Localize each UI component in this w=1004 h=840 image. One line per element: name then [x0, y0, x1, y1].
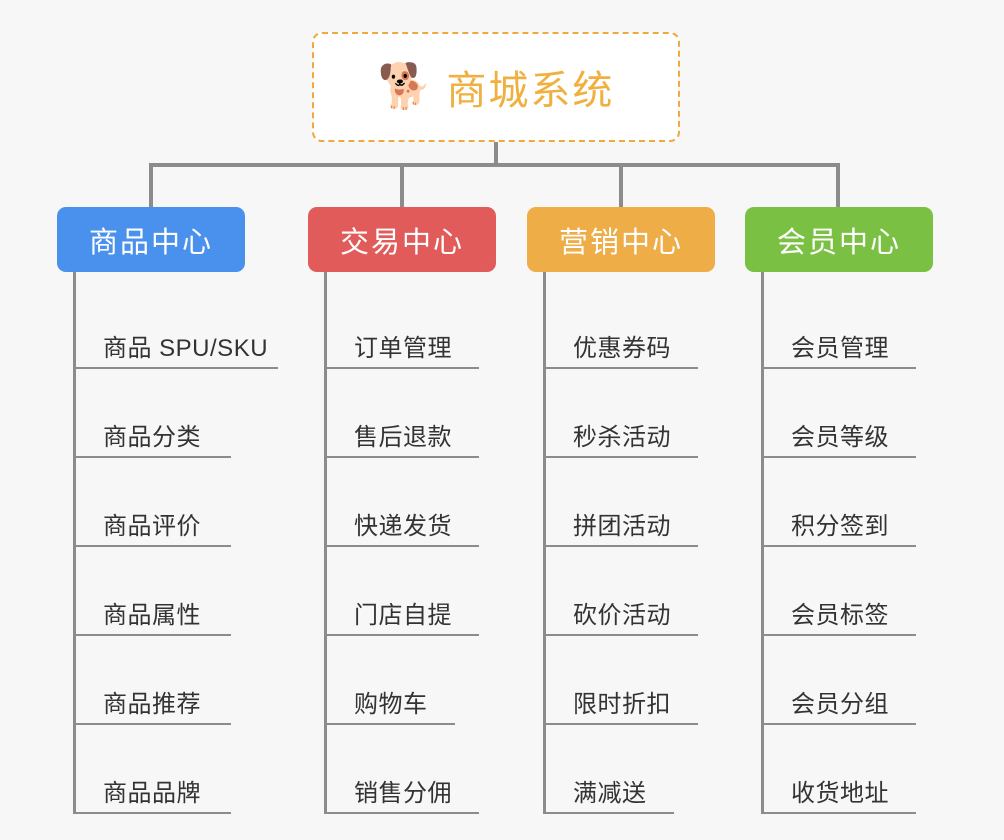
- leaf-underline: [324, 634, 479, 636]
- leaf-label: 商品评价: [103, 513, 201, 540]
- leaf-underline: [543, 367, 698, 369]
- leaf-item[interactable]: 销售分佣: [324, 725, 479, 814]
- leaf-item[interactable]: 商品分类: [73, 369, 231, 458]
- leaf-item[interactable]: 商品品牌: [73, 725, 231, 814]
- branch-drop-line-2: [400, 163, 404, 209]
- shiba-dog-face-icon: 🐕: [377, 62, 433, 111]
- leaf-label: 会员标签: [791, 602, 889, 629]
- leaf-underline: [761, 367, 916, 369]
- category-box-3[interactable]: 营销中心: [527, 207, 715, 272]
- leaf-item[interactable]: 订单管理: [324, 280, 479, 369]
- category-label: 会员中心: [776, 226, 901, 259]
- leaf-underline: [73, 634, 231, 636]
- leaf-underline: [73, 456, 231, 458]
- branch-drop-line-1: [149, 163, 153, 209]
- leaf-item[interactable]: 会员管理: [761, 280, 916, 369]
- leaf-underline: [761, 723, 916, 725]
- category-box-2[interactable]: 交易中心: [308, 207, 496, 272]
- leaf-label: 秒杀活动: [573, 424, 671, 451]
- leaf-item[interactable]: 会员分组: [761, 636, 916, 725]
- leaf-label: 快递发货: [354, 513, 452, 540]
- leaf-item[interactable]: 收货地址: [761, 725, 916, 814]
- root-node[interactable]: 🐕 商城系统: [312, 32, 680, 142]
- leaf-underline: [543, 545, 698, 547]
- leaf-label: 会员等级: [791, 424, 889, 451]
- leaf-underline: [73, 545, 231, 547]
- leaf-item[interactable]: 门店自提: [324, 547, 479, 636]
- root-title: 商城系统: [446, 69, 615, 113]
- leaf-label: 购物车: [354, 691, 428, 718]
- leaf-item[interactable]: 快递发货: [324, 458, 479, 547]
- leaf-underline: [761, 634, 916, 636]
- leaf-underline: [324, 545, 479, 547]
- leaf-item[interactable]: 秒杀活动: [543, 369, 698, 458]
- branch-trunk-line: [543, 272, 546, 814]
- leaf-label: 订单管理: [354, 335, 452, 362]
- leaf-item[interactable]: 积分签到: [761, 458, 916, 547]
- leaf-item[interactable]: 商品属性: [73, 547, 231, 636]
- leaf-label: 商品推荐: [103, 691, 201, 718]
- leaf-label: 商品 SPU/SKU: [103, 335, 269, 362]
- leaf-underline: [761, 545, 916, 547]
- leaf-underline: [543, 723, 698, 725]
- leaf-label: 售后退款: [354, 424, 452, 451]
- leaf-label: 满减送: [573, 780, 647, 807]
- leaf-label: 商品属性: [103, 602, 201, 629]
- category-label: 交易中心: [339, 226, 464, 259]
- branch-trunk-line: [324, 272, 327, 814]
- leaf-label: 会员分组: [791, 691, 889, 718]
- leaf-item[interactable]: 商品推荐: [73, 636, 231, 725]
- leaf-item[interactable]: 商品 SPU/SKU: [73, 280, 278, 369]
- leaf-underline: [761, 456, 916, 458]
- leaf-label: 拼团活动: [573, 513, 671, 540]
- leaf-underline: [73, 723, 231, 725]
- leaf-underline: [324, 812, 479, 814]
- leaf-label: 门店自提: [354, 602, 452, 629]
- branch-trunk-line: [761, 272, 764, 814]
- leaf-label: 会员管理: [791, 335, 889, 362]
- leaf-item[interactable]: 商品评价: [73, 458, 231, 547]
- branch-drop-line-3: [619, 163, 623, 209]
- root-stem-line: [494, 142, 498, 165]
- leaf-label: 砍价活动: [573, 602, 671, 629]
- leaf-underline: [324, 723, 455, 725]
- leaf-label: 限时折扣: [573, 691, 671, 718]
- leaf-item[interactable]: 拼团活动: [543, 458, 698, 547]
- leaf-label: 销售分佣: [354, 780, 452, 807]
- leaf-underline: [543, 812, 674, 814]
- leaf-item[interactable]: 优惠券码: [543, 280, 698, 369]
- leaf-item[interactable]: 满减送: [543, 725, 674, 814]
- category-box-1[interactable]: 商品中心: [57, 207, 245, 272]
- horizontal-bus-line: [149, 163, 839, 167]
- leaf-item[interactable]: 会员等级: [761, 369, 916, 458]
- category-box-4[interactable]: 会员中心: [745, 207, 933, 272]
- leaf-underline: [543, 634, 698, 636]
- leaf-underline: [761, 812, 916, 814]
- branch-drop-line-4: [836, 163, 840, 209]
- branch-trunk-line: [73, 272, 76, 814]
- leaf-item[interactable]: 砍价活动: [543, 547, 698, 636]
- leaf-underline: [324, 456, 479, 458]
- leaf-item[interactable]: 售后退款: [324, 369, 479, 458]
- leaf-label: 积分签到: [791, 513, 889, 540]
- leaf-label: 商品品牌: [103, 780, 201, 807]
- leaf-item[interactable]: 购物车: [324, 636, 455, 725]
- leaf-item[interactable]: 限时折扣: [543, 636, 698, 725]
- category-label: 营销中心: [558, 226, 683, 259]
- leaf-underline: [73, 812, 231, 814]
- leaf-underline: [73, 367, 278, 369]
- leaf-label: 收货地址: [791, 780, 889, 807]
- leaf-underline: [543, 456, 698, 458]
- leaf-label: 商品分类: [103, 424, 201, 451]
- leaf-item[interactable]: 会员标签: [761, 547, 916, 636]
- leaf-label: 优惠券码: [573, 335, 671, 362]
- leaf-underline: [324, 367, 479, 369]
- category-label: 商品中心: [88, 226, 213, 259]
